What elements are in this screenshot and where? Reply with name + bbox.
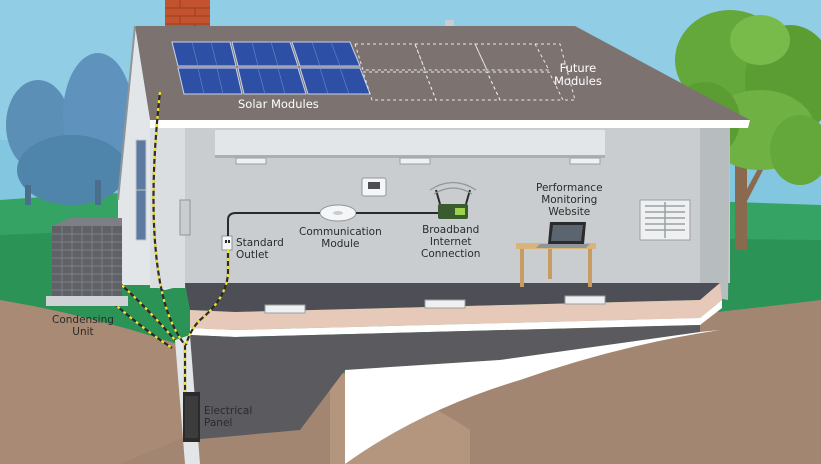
tree-icon	[6, 53, 133, 205]
solar-panel-icon	[171, 41, 371, 95]
broadband-label: Broadband Internet Connection	[421, 224, 481, 260]
condensing-unit-label: Condensing Unit	[52, 314, 114, 338]
solar-modules-label: Solar Modules	[238, 97, 319, 111]
data-wiring	[227, 212, 438, 236]
soil-left	[0, 300, 200, 464]
vent-icon	[264, 295, 606, 314]
electrical-panel-label: Electrical Panel	[204, 405, 253, 429]
condenser-icon	[46, 218, 128, 306]
communication-module-label: Communication Module	[299, 226, 382, 250]
floor	[185, 283, 720, 312]
thermostat-icon	[361, 177, 387, 197]
laptop-icon	[536, 222, 590, 248]
vent-icon	[639, 199, 691, 241]
standard-outlet-label: Standard Outlet	[236, 237, 284, 261]
electrical-panel-icon	[183, 392, 200, 442]
future-modules-label: Future Modules	[554, 61, 602, 88]
outlet-icon	[221, 235, 233, 251]
communication-module-icon	[319, 204, 357, 222]
router-icon	[429, 181, 477, 219]
future-modules-outline	[354, 43, 576, 101]
basement	[190, 325, 700, 440]
performance-monitoring-label: Performance Monitoring Website	[536, 182, 603, 218]
